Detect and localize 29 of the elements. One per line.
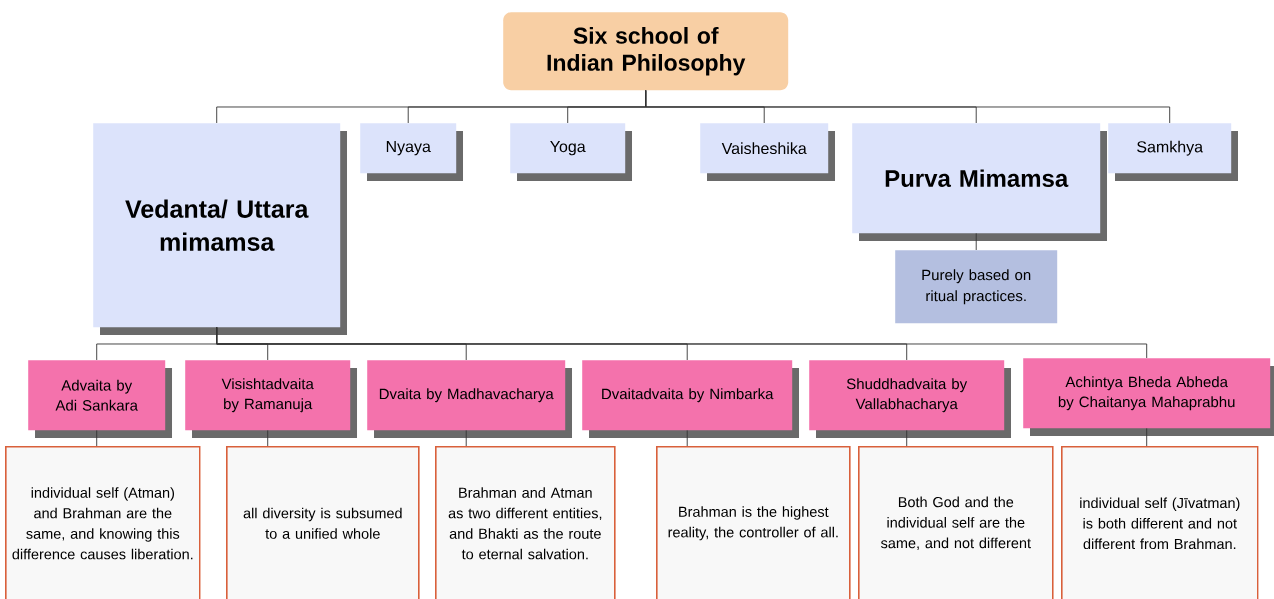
connector-line [465,429,467,447]
school-box: Purva Mimamsa [852,123,1107,241]
note-box: Purely based on ritual practices. [895,250,1058,324]
connector-line [906,429,908,447]
school-box: Nyaya [360,123,463,181]
subschool-box: Achintya Bheda Abheda by Chaitanya Mahaprabhu [1023,358,1274,436]
description-box: all diversity is subsumed to a unified whole [226,446,420,599]
description-box: Both God and the individual self are the same, and not different [858,446,1054,599]
connector-line [645,89,1171,124]
title-box: Six school of Indian Philosophy [503,12,789,91]
school-box: Vedanta/ Uttara mimamsa [93,123,347,335]
connector-line [1146,427,1148,447]
connector-line [96,429,98,447]
subschool-box: Dvaitadvaita by Nimbarka [582,360,799,438]
description-box: Brahman and Atman as two different entities, and Bhakti as the route to eternal salvation. [435,446,616,599]
subschool-box: Shuddhadvaita by Vallabhacharya [809,360,1011,438]
connector-line [975,232,977,251]
description-box: individual self (Jīvatman) is both different and not different from Brahman. [1061,446,1259,599]
school-box: Yoga [510,123,632,181]
subschool-box: Advaita by Adi Sankara [28,360,172,438]
school-box: Vaisheshika [700,123,835,181]
description-box: Brahman is the highest reality, the controller of all. [656,446,851,599]
connector-line [267,429,269,447]
school-box: Samkhya [1108,123,1238,181]
description-box: individual self (Atman) and Brahman are the same, and knowing this difference causes liberation. [5,446,201,599]
subschool-box: Visishtadvaita by Ramanuja [185,360,357,438]
connector-line [216,326,1148,359]
subschool-box: Dvaita by Madhavacharya [367,360,572,438]
connector-line [686,429,688,447]
